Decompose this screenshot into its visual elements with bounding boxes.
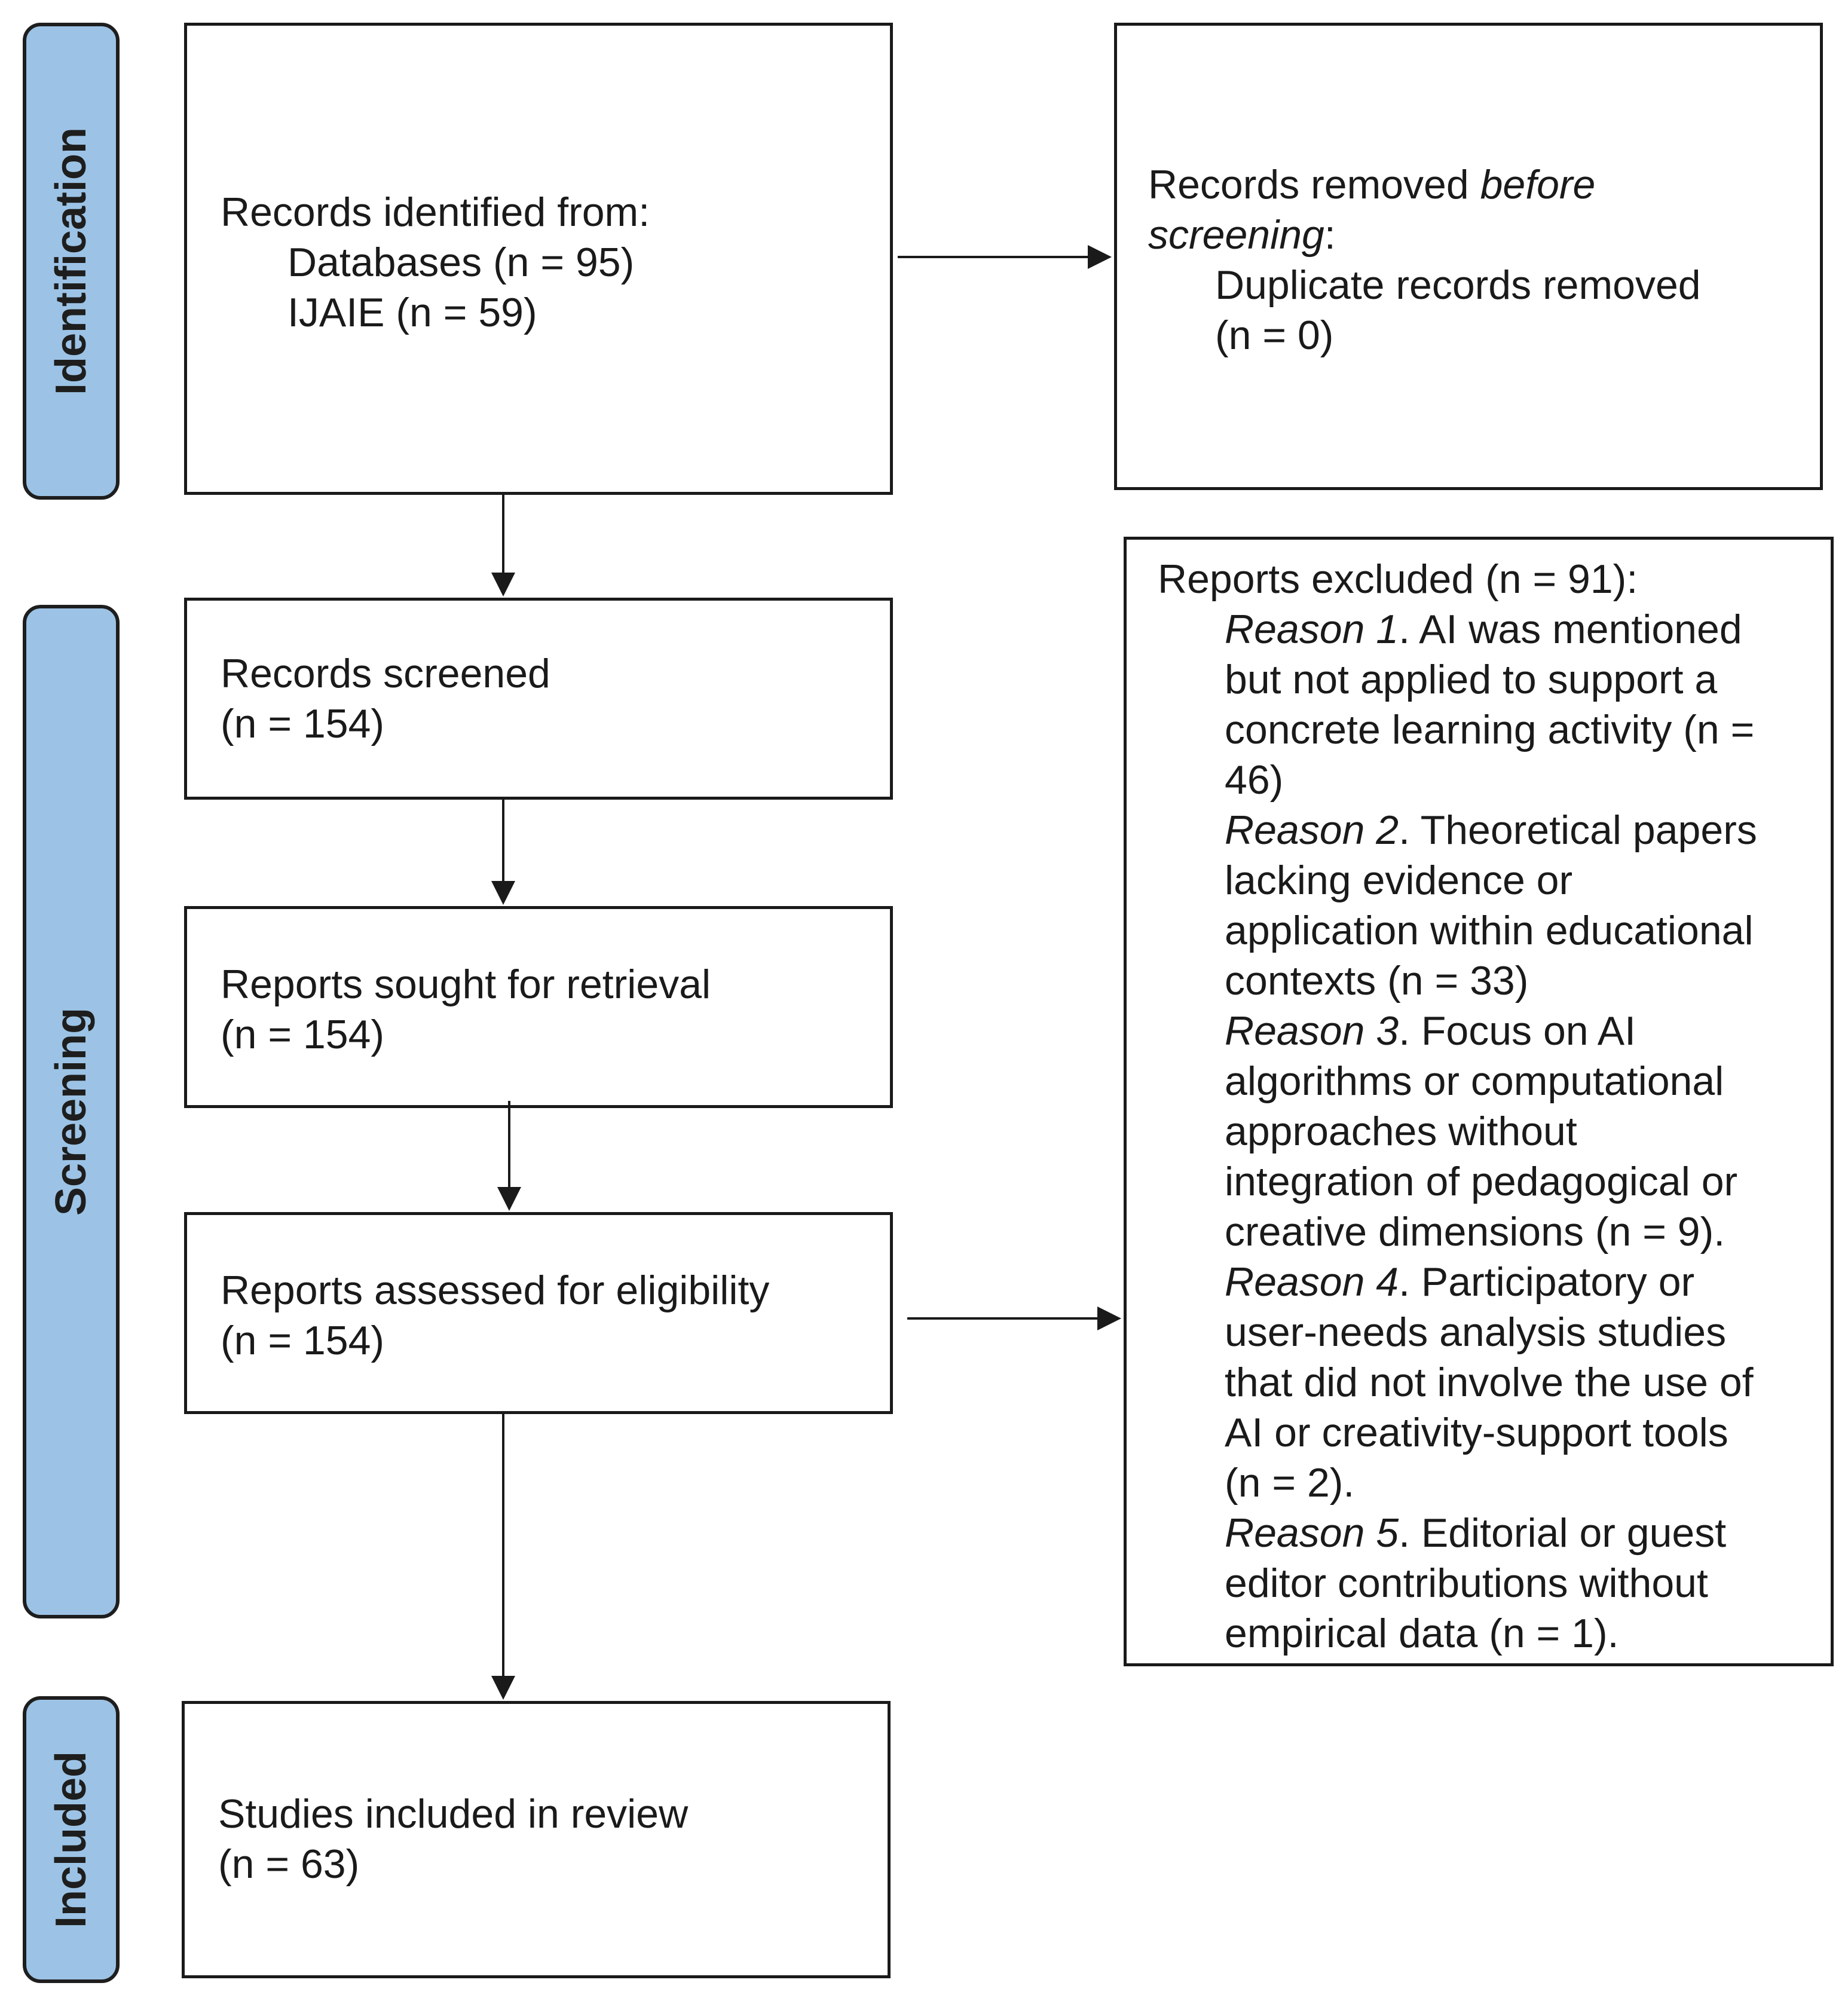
excluded-reason-2-text-3: application within educational xyxy=(1225,908,1754,953)
excluded-reason-1-line-4: 46) xyxy=(1225,755,1757,805)
excluded-reason-3-line-2: algorithms or computational xyxy=(1225,1056,1757,1106)
excluded-reason-1-name: Reason 1 xyxy=(1225,607,1399,652)
box-records-identified: Records identified from: Databases (n = … xyxy=(184,23,893,495)
stage-included: Included xyxy=(23,1696,120,1983)
box-reports-excluded: Reports excluded (n = 91): Reason 1. AI … xyxy=(1124,537,1834,1666)
excluded-reason-1-text-1: . AI was mentioned xyxy=(1399,607,1742,652)
excluded-reason-4-line-1: Reason 4. Participatory or xyxy=(1225,1257,1757,1307)
records-screened-count: (n = 154) xyxy=(221,701,385,746)
excluded-reason-4-line-5: (n = 2). xyxy=(1225,1458,1757,1508)
records-removed-heading-prefix: Records removed xyxy=(1148,162,1480,207)
excluded-reason-1-text-4: 46) xyxy=(1225,757,1284,803)
records-removed-heading-line1: Records removed before xyxy=(1148,160,1701,210)
studies-included-label: Studies included in review xyxy=(218,1791,689,1837)
excluded-reason-1-text-3: concrete learning activity (n = xyxy=(1225,707,1755,752)
excluded-reason-3-line-3: approaches without xyxy=(1225,1106,1757,1156)
studies-included-count: (n = 63) xyxy=(218,1841,360,1887)
excluded-reason-3-line-1: Reason 3. Focus on AI xyxy=(1225,1006,1757,1056)
excluded-reason-2-line-3: application within educational xyxy=(1225,905,1757,956)
excluded-reason-2-text-4: contexts (n = 33) xyxy=(1225,958,1529,1003)
excluded-reason-4-line-4: AI or creativity-support tools xyxy=(1225,1407,1757,1458)
records-removed-duplicates: Duplicate records removed xyxy=(1215,262,1701,308)
records-removed-heading-italic-screening: screening xyxy=(1148,212,1324,258)
box-records-removed: Records removed before screening: Duplic… xyxy=(1114,23,1823,490)
excluded-reason-3-text-4: integration of pedagogical or xyxy=(1225,1159,1738,1204)
records-removed-heading-colon: : xyxy=(1324,212,1336,258)
excluded-reason-2-line-1: Reason 2. Theoretical papers xyxy=(1225,805,1757,855)
excluded-reason-5-text-1: . Editorial or guest xyxy=(1399,1510,1727,1556)
records-removed-heading-italic-before: before xyxy=(1480,162,1596,207)
excluded-reason-4-text-5: (n = 2). xyxy=(1225,1460,1355,1506)
excluded-reason-5-name: Reason 5 xyxy=(1225,1510,1399,1556)
excluded-reason-5-line-2: editor contributions without xyxy=(1225,1558,1757,1608)
excluded-reason-5-text-2: editor contributions without xyxy=(1225,1560,1708,1606)
records-identified-databases: Databases (n = 95) xyxy=(287,240,635,285)
reports-assessed-count: (n = 154) xyxy=(221,1318,385,1363)
excluded-reason-2-line-2: lacking evidence or xyxy=(1225,855,1757,905)
reports-assessed-label: Reports assessed for eligibility xyxy=(221,1268,770,1313)
reports-sought-label: Reports sought for retrieval xyxy=(221,962,711,1007)
excluded-reason-5-line-1: Reason 5. Editorial or guest xyxy=(1225,1508,1757,1558)
excluded-reason-3-text-1: . Focus on AI xyxy=(1399,1008,1636,1054)
excluded-reason-4-line-2: user-needs analysis studies xyxy=(1225,1307,1757,1357)
excluded-reason-4-text-4: AI or creativity-support tools xyxy=(1225,1410,1728,1455)
excluded-reason-4-name: Reason 4 xyxy=(1225,1259,1399,1305)
box-records-screened: Records screened (n = 154) xyxy=(184,598,893,800)
box-reports-assessed: Reports assessed for eligibility (n = 15… xyxy=(184,1212,893,1414)
excluded-reason-5-text-3: empirical data (n = 1). xyxy=(1225,1611,1619,1656)
box-reports-sought: Reports sought for retrieval (n = 154) xyxy=(184,906,893,1108)
excluded-reason-1-line-1: Reason 1. AI was mentioned xyxy=(1225,604,1757,654)
excluded-reason-3-line-5: creative dimensions (n = 9). xyxy=(1225,1207,1757,1257)
records-removed-count: (n = 0) xyxy=(1215,313,1334,358)
excluded-reason-2-text-2: lacking evidence or xyxy=(1225,858,1573,903)
records-identified-heading: Records identified from: xyxy=(221,189,650,235)
excluded-reason-1-text-2: but not applied to support a xyxy=(1225,657,1718,702)
reports-sought-count: (n = 154) xyxy=(221,1012,385,1057)
excluded-reason-2-name: Reason 2 xyxy=(1225,807,1399,853)
excluded-reason-4-text-3: that did not involve the use of xyxy=(1225,1360,1754,1405)
excluded-reason-4-line-3: that did not involve the use of xyxy=(1225,1357,1757,1407)
excluded-reason-4-text-2: user-needs analysis studies xyxy=(1225,1309,1727,1355)
records-removed-heading-line2: screening: xyxy=(1148,210,1701,260)
reports-excluded-heading: Reports excluded (n = 91): xyxy=(1158,556,1638,602)
excluded-reason-1-line-3: concrete learning activity (n = xyxy=(1225,705,1757,755)
excluded-reason-3-line-4: integration of pedagogical or xyxy=(1225,1156,1757,1207)
records-screened-label: Records screened xyxy=(221,651,550,696)
stage-screening: Screening xyxy=(23,605,120,1618)
excluded-reason-2-line-4: contexts (n = 33) xyxy=(1225,956,1757,1006)
excluded-reason-2-text-1: . Theoretical papers xyxy=(1399,807,1757,853)
stage-identification: Identification xyxy=(23,23,120,500)
records-identified-ijaie: IJAIE (n = 59) xyxy=(287,290,537,335)
excluded-reason-4-text-1: . Participatory or xyxy=(1399,1259,1695,1305)
excluded-reason-3-text-2: algorithms or computational xyxy=(1225,1058,1724,1104)
excluded-reason-3-name: Reason 3 xyxy=(1225,1008,1399,1054)
excluded-reason-1-line-2: but not applied to support a xyxy=(1225,654,1757,705)
excluded-reason-3-text-3: approaches without xyxy=(1225,1109,1577,1154)
excluded-reason-5-line-3: empirical data (n = 1). xyxy=(1225,1608,1757,1659)
box-studies-included: Studies included in review (n = 63) xyxy=(182,1701,891,1978)
excluded-reason-3-text-5: creative dimensions (n = 9). xyxy=(1225,1209,1725,1254)
